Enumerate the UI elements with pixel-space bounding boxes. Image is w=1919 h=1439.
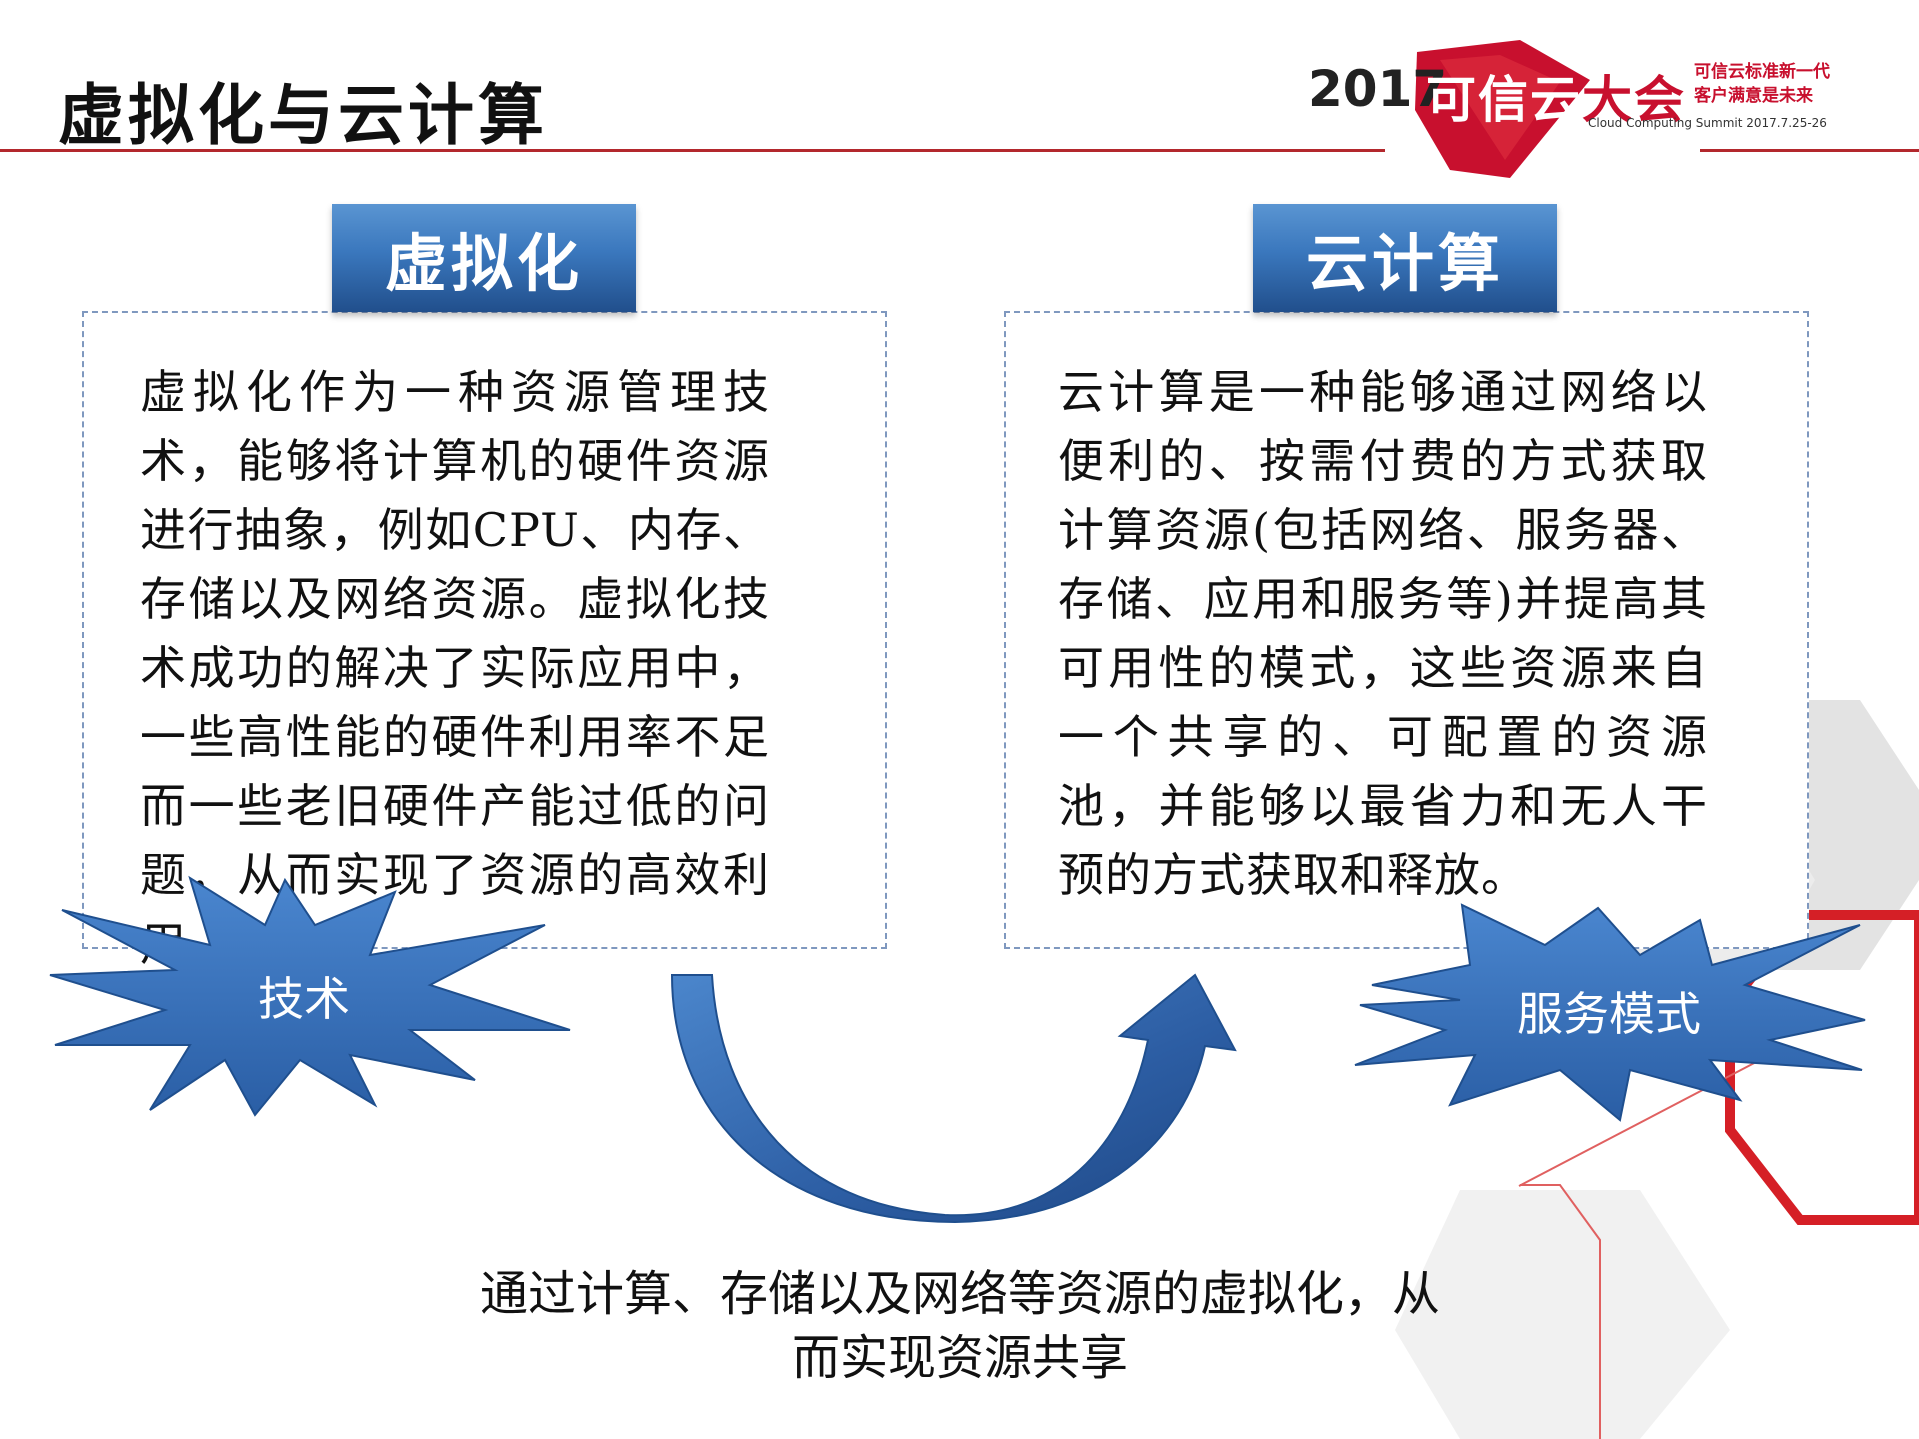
cloud-computing-description: 云计算是一种能够通过网络以便利的、按需付费的方式获取计算资源(包括网络、服务器、… [1058,365,1708,902]
slide-title: 虚拟化与云计算 [58,77,548,154]
logo-name-red: 大会 [1582,71,1686,129]
logo-subtitle: Cloud Computing Summit 2017.7.25-26 [1588,116,1827,130]
logo-name-white: 可信云 [1426,71,1582,129]
technology-burst-shape [49,875,571,1117]
logo-name: 可信云大会 [1426,60,1686,132]
cloud-computing-header: 云计算 [1253,204,1557,312]
virtualization-panel: 虚拟化作为一种资源管理技术，能够将计算机的硬件资源进行抽象，例如CPU、内存、存… [82,311,887,971]
service-model-burst-shape [1354,903,1866,1122]
logo-diamond-facet [1440,55,1560,160]
virtualization-header: 虚拟化 [332,204,636,312]
bg-hexagon [1395,1190,1730,1439]
summary-caption-line2: 而实现资源共享 [791,1330,1128,1386]
title-rule-right [1700,149,1919,152]
curved-arrow [670,973,1237,1224]
logo-year: 2017 [1308,60,1448,118]
title-rule [0,149,1385,152]
technology-label: 技术 [258,972,350,1026]
bg-red-line [1520,1184,1601,1439]
service-model-label: 服务模式 [1517,987,1701,1041]
virtualization-description: 虚拟化作为一种资源管理技术，能够将计算机的硬件资源进行抽象，例如CPU、内存、存… [140,365,770,971]
summary-caption-line1: 通过计算、存储以及网络等资源的虚拟化，从 [479,1266,1440,1322]
logo-slogan: 可信云标准新一代 客户满意是未来 [1694,60,1830,108]
summary-caption: 通过计算、存储以及网络等资源的虚拟化，从 而实现资源共享 [400,1262,1520,1390]
logo-slogan-line2: 客户满意是未来 [1694,86,1813,106]
logo-slogan-line1: 可信云标准新一代 [1694,62,1830,82]
cloud-computing-panel: 云计算是一种能够通过网络以便利的、按需付费的方式获取计算资源(包括网络、服务器、… [1004,311,1809,949]
